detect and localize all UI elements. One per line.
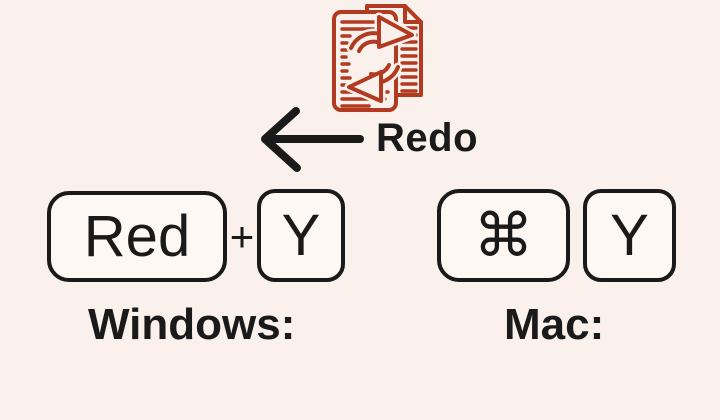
key-windows-y: Y	[257, 189, 345, 282]
plus-separator: +	[229, 213, 255, 260]
command-icon: ⌘	[473, 201, 534, 269]
platform-label-windows: Windows:	[88, 300, 296, 349]
key-windows-modifier-label: Red	[83, 203, 191, 269]
key-mac-y-label: Y	[610, 202, 649, 268]
callout-label: Redo	[376, 116, 478, 160]
arrow-left-icon	[261, 107, 364, 172]
key-mac-command: ⌘	[437, 189, 570, 282]
documents-redo-sync-icon	[332, 4, 423, 112]
key-windows-modifier: Red	[47, 191, 227, 282]
key-mac-y: Y	[583, 189, 676, 282]
platform-label-mac: Mac:	[504, 300, 605, 349]
key-windows-y-label: Y	[281, 202, 321, 268]
